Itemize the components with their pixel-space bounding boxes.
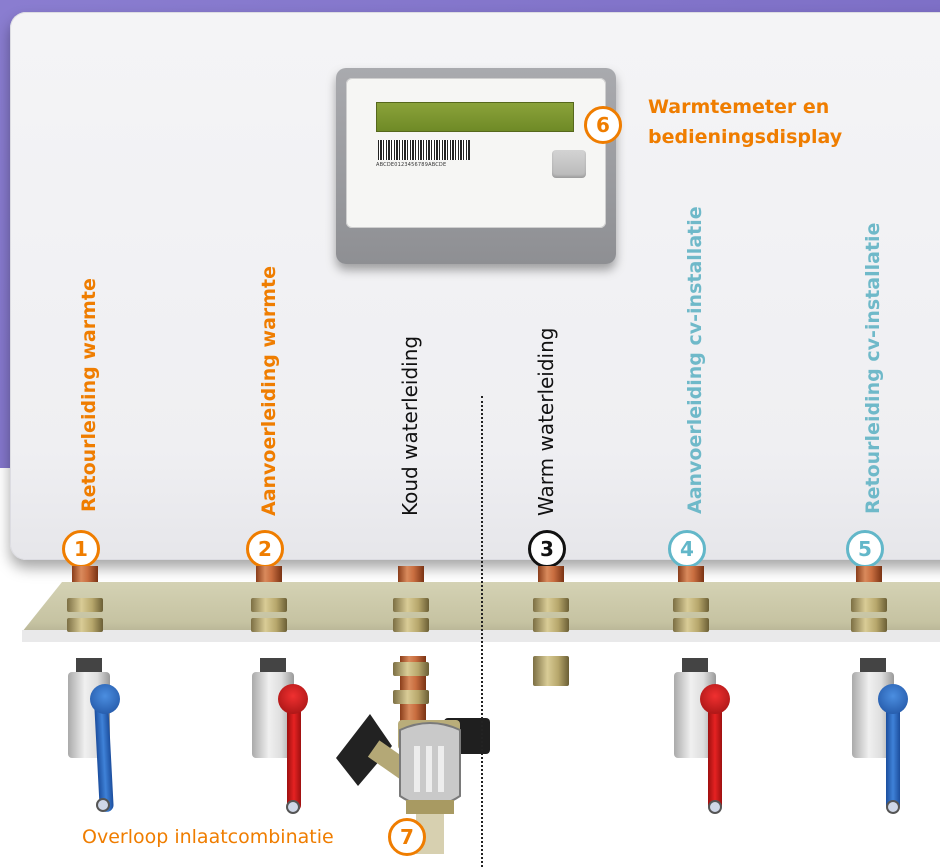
pipe-badge-2: 2 <box>246 530 284 568</box>
meter-label: Warmtemeter en bedieningsdisplay <box>648 92 842 152</box>
fitting-3a <box>533 598 569 612</box>
pipe-label-1: Retourleiding warmte <box>78 278 100 512</box>
fitting-koud-a <box>393 598 429 612</box>
pipe-badge-3: 3 <box>528 530 566 568</box>
fitting-4a <box>673 598 709 612</box>
fitting-1b <box>67 618 103 632</box>
overloop-label: Overloop inlaatcombinatie <box>82 826 334 848</box>
meter-label-line1: Warmtemeter en <box>648 96 830 118</box>
valve-2-handle-cap <box>278 684 308 714</box>
meter-control-button[interactable] <box>552 150 586 178</box>
valve-5-handle[interactable] <box>886 702 900 812</box>
valve-1-handle-cap <box>90 684 120 714</box>
warm-water-stub <box>533 656 569 686</box>
inlet-fitting-a <box>393 662 429 676</box>
pipe-label-koud: Koud waterleiding <box>398 335 422 516</box>
valve-2-handle-tip <box>286 800 300 814</box>
valve-5-handle-cap <box>878 684 908 714</box>
separator-line <box>481 396 483 867</box>
fitting-2a <box>251 598 287 612</box>
pipe-label-4: Aanvoerleiding cv-installatie <box>684 206 706 514</box>
heat-meter-face: ABCDE0123456789ABCDE <box>346 78 606 228</box>
meter-display <box>376 102 574 132</box>
valve-2-top <box>260 658 286 672</box>
valve-4-handle-tip <box>708 800 722 814</box>
barcode-text: ABCDE0123456789ABCDE <box>376 162 447 168</box>
inlet-combination-assembly <box>336 714 490 854</box>
valve-1-handle-tip <box>96 798 110 812</box>
pipe-badge-1: 1 <box>62 530 100 568</box>
valve-1-top <box>76 658 102 672</box>
pipe-label-3: Warm waterleiding <box>534 327 558 517</box>
valve-5-handle-tip <box>886 800 900 814</box>
fitting-koud-b <box>393 618 429 632</box>
valve-2-handle[interactable] <box>287 702 301 812</box>
pipe-badge-4: 4 <box>668 530 706 568</box>
fitting-1a <box>67 598 103 612</box>
barcode <box>378 140 470 160</box>
callout-6-badge: 6 <box>584 106 622 144</box>
fitting-4b <box>673 618 709 632</box>
callout-7-badge: 7 <box>388 818 426 856</box>
fitting-3b <box>533 618 569 632</box>
pipe-label-5: Retourleiding cv-installatie <box>862 222 884 514</box>
fitting-5b <box>851 618 887 632</box>
inlet-fitting-b <box>393 690 429 704</box>
meter-label-line2: bedieningsdisplay <box>648 126 843 148</box>
valve-1-handle[interactable] <box>94 701 114 813</box>
pipe-label-2: Aanvoerleiding warmte <box>258 265 280 516</box>
valve-4-handle-cap <box>700 684 730 714</box>
fitting-5a <box>851 598 887 612</box>
heat-meter: ABCDE0123456789ABCDE <box>336 68 616 264</box>
valve-5-top <box>860 658 886 672</box>
valve-4-top <box>682 658 708 672</box>
valve-4-handle[interactable] <box>708 702 722 812</box>
pipe-badge-5: 5 <box>846 530 884 568</box>
fitting-2b <box>251 618 287 632</box>
